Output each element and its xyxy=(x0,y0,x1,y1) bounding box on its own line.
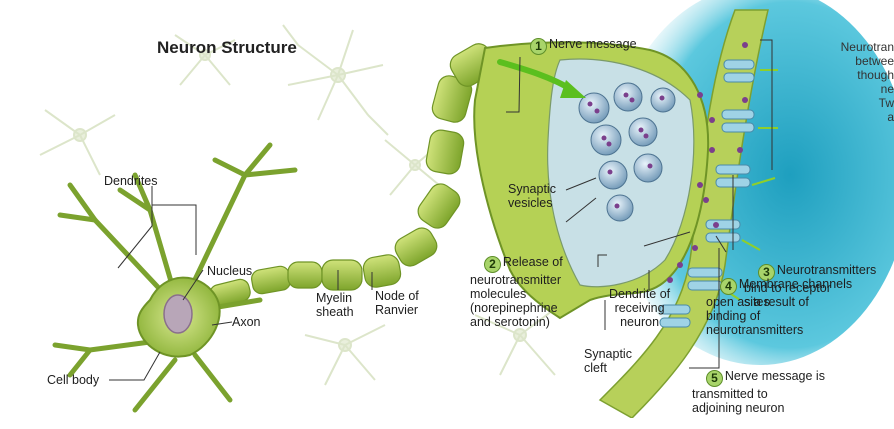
step-2-badge: 2 xyxy=(484,256,501,273)
label-synaptic-cleft: Synaptic cleft xyxy=(584,347,632,375)
label-dendrites: Dendrites xyxy=(104,174,158,188)
step-1-text: Nerve message xyxy=(549,37,637,51)
side-note-cropped: Neurotran betwee though ne Tw a xyxy=(816,40,894,124)
label-cell-body: Cell body xyxy=(47,373,99,387)
label-node-of-ranvier: Node of Ranvier xyxy=(375,289,419,317)
step-4-badge: 4 xyxy=(720,278,737,295)
neuron-diagram: Neuron Structure Dendrites Nucleus Axon … xyxy=(0,0,894,418)
label-dendrite-receiving: Dendrite of receiving neuron xyxy=(609,287,670,329)
label-axon: Axon xyxy=(232,315,261,329)
label-nucleus: Nucleus xyxy=(207,264,252,278)
label-myelin-sheath: Myelin sheath xyxy=(316,291,354,319)
step-1-badge: 1 xyxy=(530,38,547,55)
label-synaptic-vesicles: Synaptic vesicles xyxy=(508,182,556,210)
diagram-title: Neuron Structure xyxy=(157,38,297,58)
nucleus xyxy=(164,295,192,333)
step-5-badge: 5 xyxy=(706,370,723,387)
